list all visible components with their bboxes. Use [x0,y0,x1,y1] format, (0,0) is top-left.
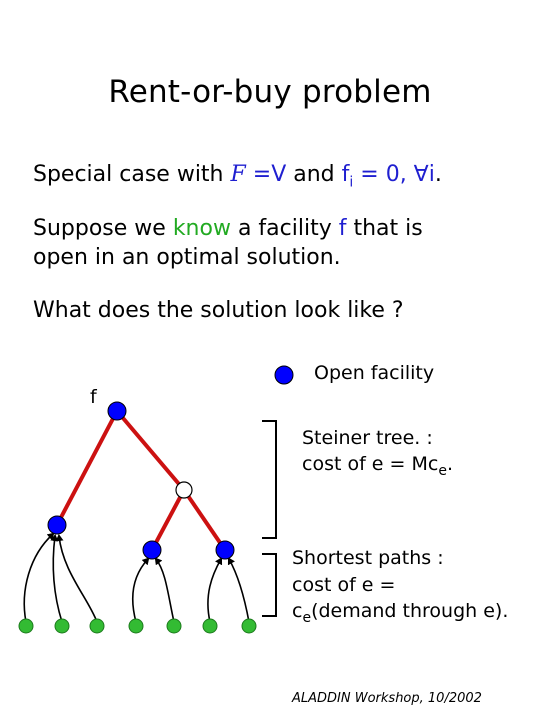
shortest-c: c [292,600,303,622]
know-word: know [172,216,231,241]
facility-node [142,540,162,560]
client-node [128,618,144,634]
suppose-line: Suppose we know a facility f that is [33,214,423,243]
arrow-c2 [50,534,63,623]
shortest-text-2: cost of e = [292,574,396,596]
arrow-c7 [227,557,250,623]
client-node [89,618,105,634]
steiner-bracket [262,420,277,539]
client-node [202,618,218,634]
shortest-text-1: Shortest paths : [292,547,444,569]
facility-f: f [338,216,347,241]
arrow-c1 [23,532,55,623]
a-facility-text: a facility [230,216,339,241]
f-eq-zero: = 0, ∀i [353,162,435,187]
client-node [241,618,257,634]
period: . [434,162,442,187]
legend-facility-icon [274,365,294,385]
facility-node [215,540,235,560]
steiner-text-1: Steiner tree. : [302,427,433,449]
f-symbol: fi = 0, ∀i [341,162,435,191]
legend-label: Open facility [314,362,435,384]
steiner-period: . [446,453,454,475]
steiner-text-2: cost of e = Mce. [302,451,453,484]
edge-f-steiner [115,409,186,492]
shortest-bracket [262,553,277,617]
arrow-c6 [207,557,223,623]
facility-node-f [107,401,127,421]
and-text: and [286,162,342,187]
steiner-node [175,481,193,499]
edge-steiner-mid [150,489,186,551]
arrow-c5 [154,557,175,623]
calligraphic-F: F [230,162,246,187]
brackets [262,420,277,617]
steiner-cost-sub: e [438,462,447,479]
special-case-prefix: Special case with [33,162,231,187]
slide-title: Rent-or-buy problem [108,74,432,110]
question-line: What does the solution look like ? [33,298,404,323]
shortest-c-sub: e [302,609,312,626]
steiner-cost: cost of e = Mc [302,453,439,475]
shortest-path-arrows [23,532,250,623]
tree-diagram [18,365,294,634]
eq-v: =V [245,162,287,187]
steiner-edges [55,409,227,552]
node-label-f: f [90,386,97,408]
suppose-prefix: Suppose we [33,216,173,241]
arrow-c3 [55,534,98,623]
special-case-line: Special case with F =V and fi = 0, ∀i. [33,160,442,197]
shortest-demand: (demand through e). [311,600,509,622]
open-line: open in an optimal solution. [33,245,341,270]
clients [18,618,257,634]
arrow-c4 [132,557,150,623]
footer: ALADDIN Workshop, 10/2002 [292,691,482,706]
f-letter: f [341,162,350,187]
edge-steiner-right [182,488,227,552]
client-node [18,618,34,634]
client-node [166,618,182,634]
edge-f-left [55,410,119,526]
client-node [54,618,70,634]
that-is-text: that is [346,216,423,241]
shortest-text-3: ce(demand through e). [292,598,508,631]
facility-node [47,515,67,535]
f-subscript: i [349,174,354,191]
